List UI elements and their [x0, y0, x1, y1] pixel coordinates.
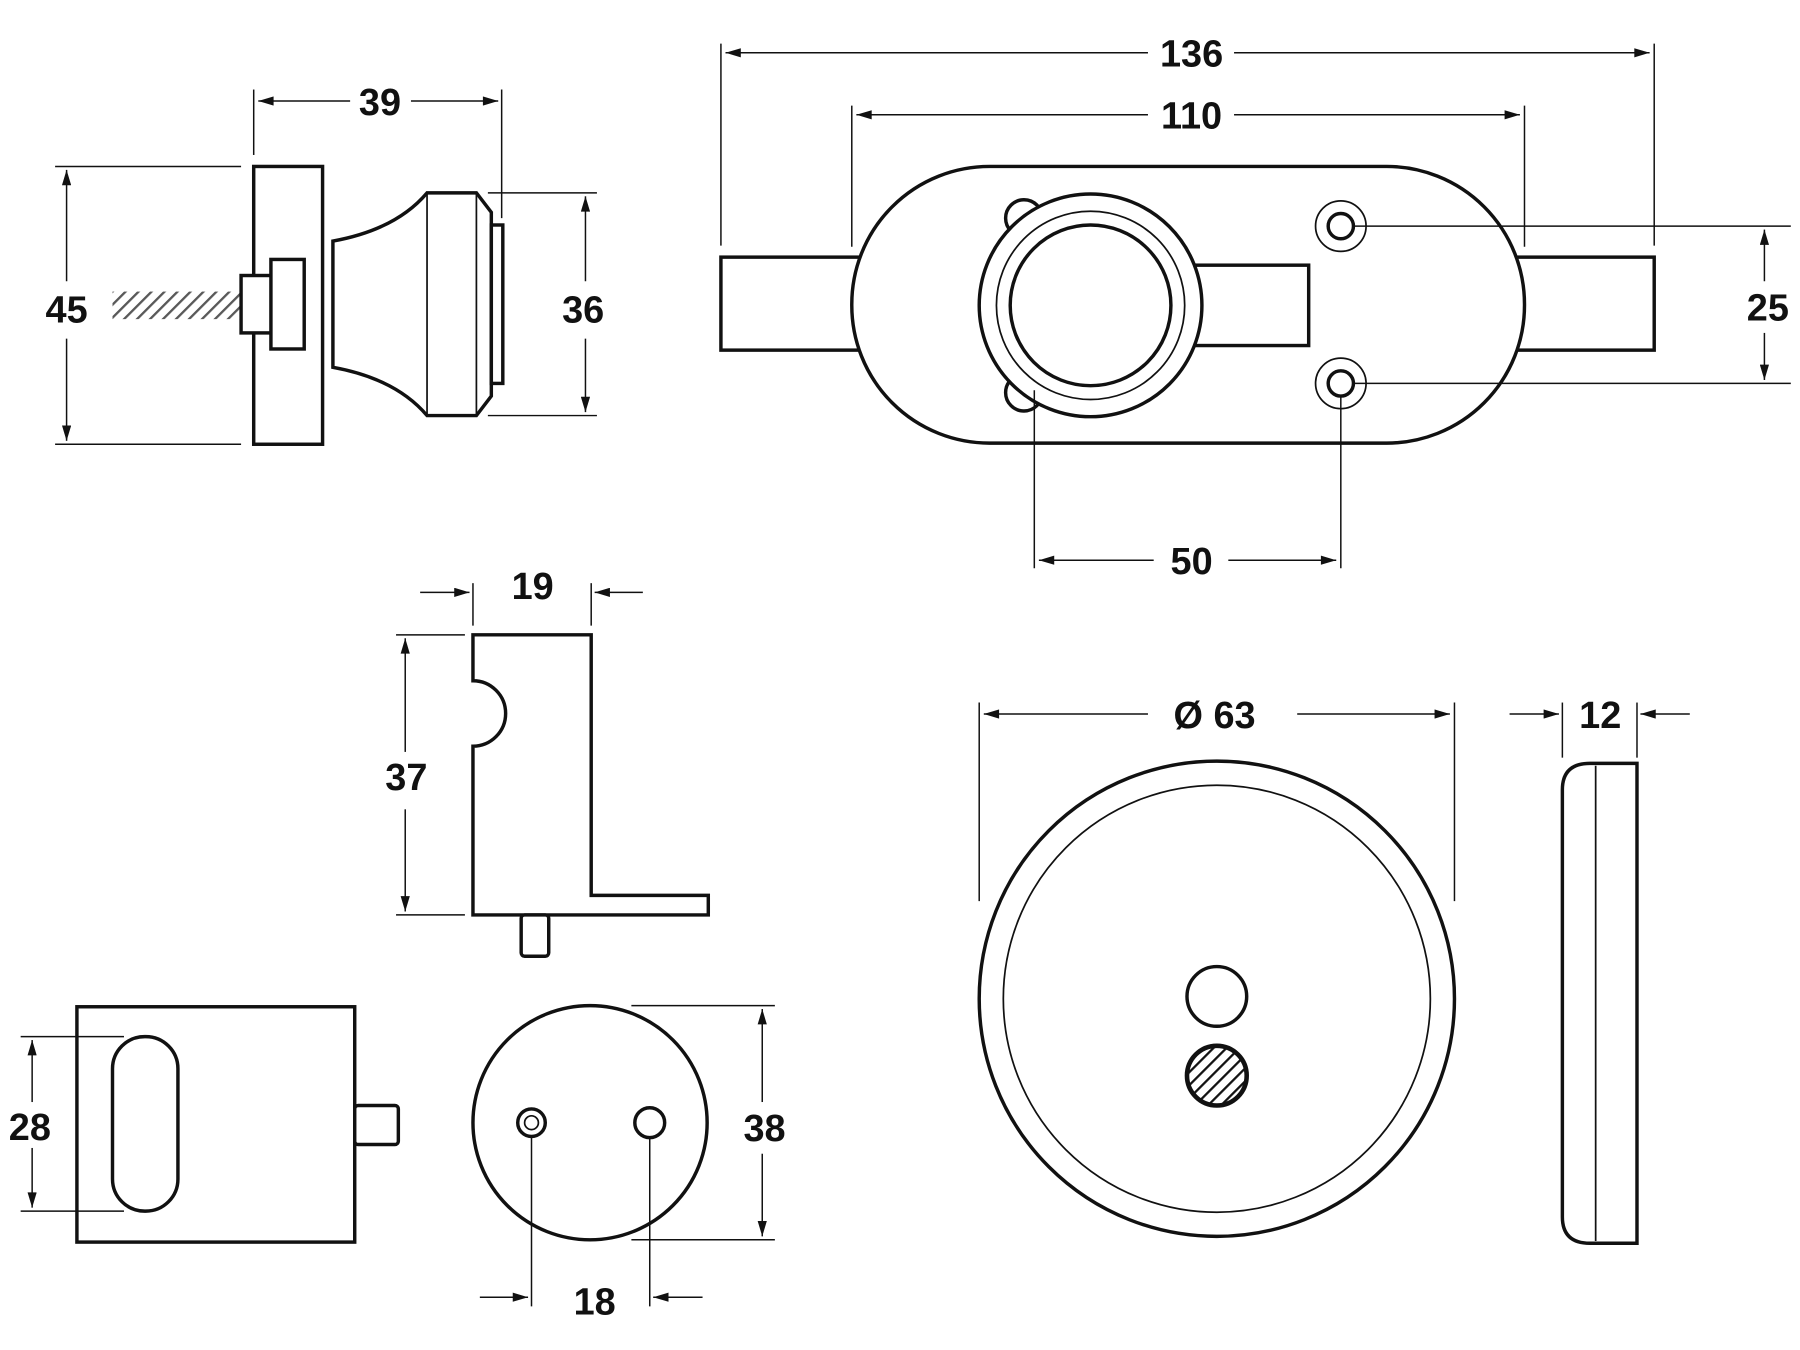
- knob-side-view: 39 45 36: [46, 82, 604, 446]
- dim-rose-hole-spacing: 18: [574, 1281, 616, 1323]
- dim-hole-spacing-horizontal: 50: [1171, 541, 1213, 583]
- keeper-side-view: 19 37: [385, 566, 711, 958]
- dim-rose-diameter: 38: [743, 1108, 785, 1150]
- dim-keeper-height: 37: [385, 757, 427, 799]
- bolt-front-view: 136 110 25 50: [719, 34, 1791, 583]
- dim-hole-spacing-vertical: 25: [1747, 287, 1789, 329]
- indicator-side-view: 12: [1509, 695, 1690, 1245]
- receiver-block-view: 28: [9, 1005, 401, 1244]
- dim-knob-plate-height: 45: [46, 290, 88, 332]
- dim-block-slot-length: 28: [9, 1107, 51, 1149]
- indicator-front-view: Ø 63: [977, 695, 1457, 1239]
- dim-indicator-diameter: Ø 63: [1173, 695, 1255, 737]
- dim-keeper-width: 19: [512, 566, 554, 608]
- dim-knob-diameter: 36: [562, 290, 604, 332]
- dim-indicator-thickness: 12: [1579, 695, 1621, 737]
- dim-bolt-total-length: 136: [1160, 34, 1223, 76]
- rose-front-view: 38 18: [471, 1003, 786, 1323]
- dim-knob-width: 39: [359, 82, 401, 124]
- dim-plate-length: 110: [1161, 96, 1222, 138]
